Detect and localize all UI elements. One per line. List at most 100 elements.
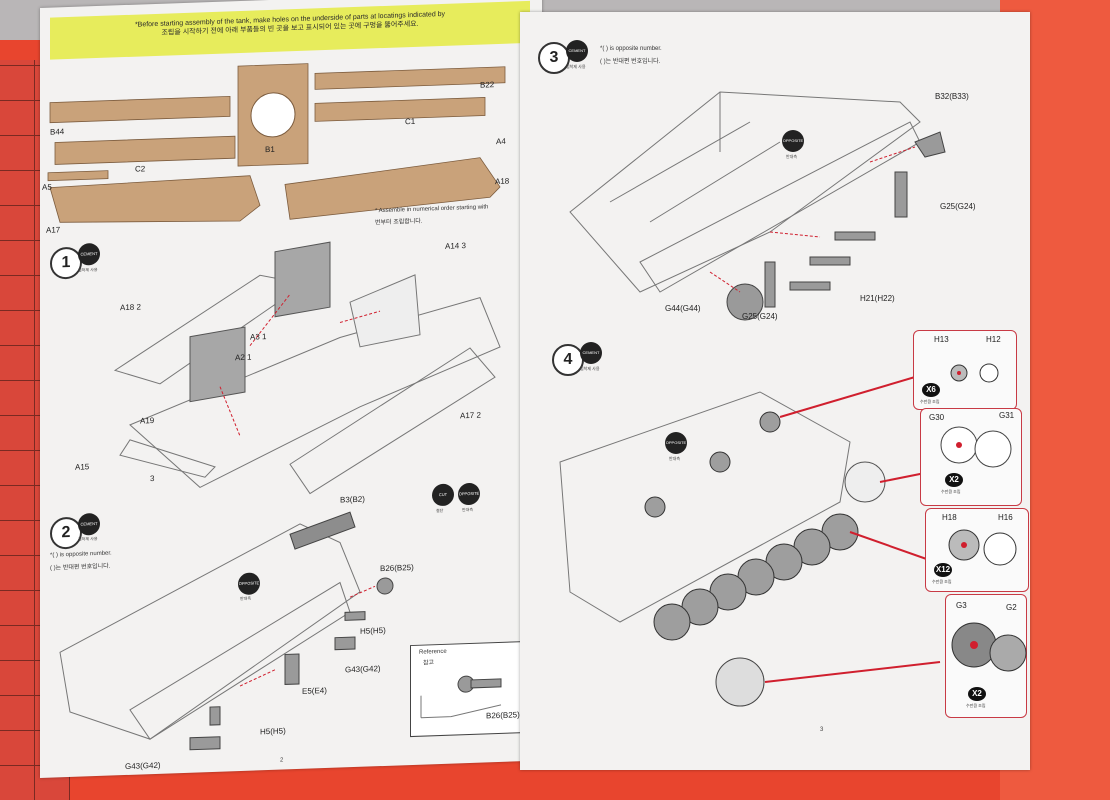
- instruction-page-right: 3 CEMENT 접착제 사용 *( ) is opposite number.…: [520, 12, 1030, 770]
- part-e5-plate: [284, 653, 300, 685]
- part-g43-lower: [189, 736, 221, 751]
- reference-idler-diagram: [420, 675, 502, 719]
- sprue-label-a5: A5: [42, 182, 52, 192]
- sprue-part-a5: [47, 170, 109, 182]
- part-h16-wheel: [983, 532, 1017, 566]
- return-roller-1: [759, 411, 781, 433]
- hull-floor-assembly-diagram: [113, 241, 501, 495]
- panel-part-label: G30: [929, 413, 945, 422]
- step1-label-a14: A14 3: [445, 241, 466, 251]
- sprue-label-c2: C2: [135, 164, 146, 174]
- opposite-number-note: *( ) is opposite number.: [600, 46, 662, 52]
- part-g43-bracket: [334, 636, 356, 651]
- step2-label-h5-lower: H5(H5): [260, 726, 286, 737]
- quantity-sub-label: 수만큼 조립: [966, 703, 986, 708]
- step1-label-a3: A3 1: [250, 332, 267, 342]
- panel-part-label: H18: [942, 513, 957, 522]
- panel-part-label: H16: [998, 513, 1013, 522]
- step1-label-a2: A2 1: [235, 352, 252, 363]
- hull-lower-outline: [559, 391, 851, 623]
- step3-label-g44: G44(G44): [665, 304, 701, 313]
- page-number: 3: [820, 727, 824, 733]
- reference-box: Reference 참고 B26(B25): [410, 640, 532, 738]
- opposite-icon: OPPOSITE: [782, 130, 804, 152]
- opposite-number-note-kr: ( )는 반대편 번호입니다.: [600, 59, 661, 65]
- part-g25-arm-lower: [764, 261, 776, 308]
- pointer-to-panel-1: [779, 376, 916, 418]
- instruction-page-left: *Before starting assembly of the tank, m…: [40, 0, 542, 778]
- drive-sprocket: [715, 657, 765, 707]
- hull-suspension-diagram: [59, 511, 394, 751]
- part-b26-idler: [376, 577, 394, 595]
- sprue-part-c2: [54, 135, 236, 165]
- part-b3-plate: [289, 511, 356, 550]
- sprue-part-b22: [314, 66, 506, 90]
- opposite-icon: OPPOSITE: [665, 432, 687, 454]
- return-roller-parts: [950, 363, 999, 383]
- part-h12-roller: [979, 363, 999, 383]
- road-wheel-assembly-diagram: [559, 376, 941, 707]
- step2-label-g43: G43(G42): [345, 664, 381, 675]
- cement-guide-line-3: [339, 310, 381, 324]
- cement-icon: CEMENT: [580, 342, 602, 364]
- reference-hull-edge: [420, 695, 502, 719]
- cement-guide-line: [349, 585, 376, 598]
- step3-label-g25-lower: G25(G24): [742, 312, 778, 321]
- hull-upper-outline: [569, 91, 921, 293]
- quantity-badge: X2: [945, 473, 963, 487]
- sprue-label-a17: A17: [46, 225, 61, 235]
- sprue-part-c1: [314, 97, 486, 122]
- sprue-part-a17: [49, 175, 261, 223]
- hull-lower-side: [129, 581, 351, 740]
- part-a3-plate: [274, 241, 331, 318]
- hull-rear-plate: [119, 439, 216, 478]
- step1-label-a19: A19: [140, 416, 155, 426]
- reference-label-b26: B26(B25): [486, 710, 520, 721]
- road-wheel-group: [644, 411, 859, 641]
- quantity-badge: X12: [934, 563, 952, 577]
- hull-torsion-arm-diagram: [569, 91, 946, 321]
- step1-label-a17: A17 2: [460, 410, 481, 421]
- detail-panel-sprocket: G3 G2 X2 수만큼 조립: [945, 594, 1027, 718]
- sprue-label-a4: A4: [496, 136, 506, 147]
- page-number: 2: [280, 757, 284, 764]
- detail-panel-road-wheel: H18 H16 X12 수만큼 조립: [925, 508, 1029, 592]
- panel-part-label: G3: [956, 601, 967, 610]
- part-h21-arm-2: [809, 256, 851, 266]
- road-wheel-parts: [948, 529, 1017, 566]
- hull-inner-walls: [609, 92, 781, 223]
- cement-guide-line-1: [249, 293, 291, 346]
- reference-idler-axle: [470, 678, 502, 689]
- hull-body-outline: [59, 523, 361, 740]
- sprue-part-a18: [284, 157, 501, 220]
- quantity-sub-label: 수만큼 조립: [932, 579, 952, 584]
- step1-label-a18: A18 2: [120, 302, 141, 313]
- part-b32-bracket: [914, 131, 946, 158]
- part-h21-arm-3: [789, 281, 831, 291]
- step3-label-h21: H21(H22): [860, 294, 895, 303]
- cement-dot: [956, 442, 962, 448]
- step2-label-b3: B3(B2): [340, 494, 365, 505]
- step3-label-b32: B32(B33): [935, 92, 969, 101]
- cement-dot: [957, 371, 961, 375]
- cement-dot: [961, 542, 967, 548]
- hull-side-right: [289, 347, 496, 495]
- sprue-label-b22: B22: [480, 80, 495, 90]
- hull-lower-side: [639, 121, 921, 293]
- quantity-badge: X2: [968, 687, 986, 701]
- part-a14-plate: [349, 274, 421, 348]
- sprue-parts-diagram: [47, 63, 506, 223]
- hull-floor-plate: [129, 297, 501, 489]
- part-g44-sprocket: [726, 283, 764, 321]
- sprocket-parts: [951, 622, 1027, 672]
- part-g2-sprocket: [989, 634, 1027, 672]
- sprue-label-b1: B1: [265, 144, 275, 155]
- step2-label-e5: E5(E4): [302, 685, 327, 696]
- quantity-badge: X6: [922, 383, 940, 397]
- step2-label-g43-lower: G43(G42): [125, 760, 161, 772]
- panel-part-label: G2: [1006, 603, 1017, 612]
- quantity-sub-label: 수만큼 조립: [941, 489, 961, 494]
- cement-guide-line: [869, 146, 916, 163]
- cement-guide-line: [239, 669, 276, 687]
- sprue-label-b44: B44: [50, 127, 65, 137]
